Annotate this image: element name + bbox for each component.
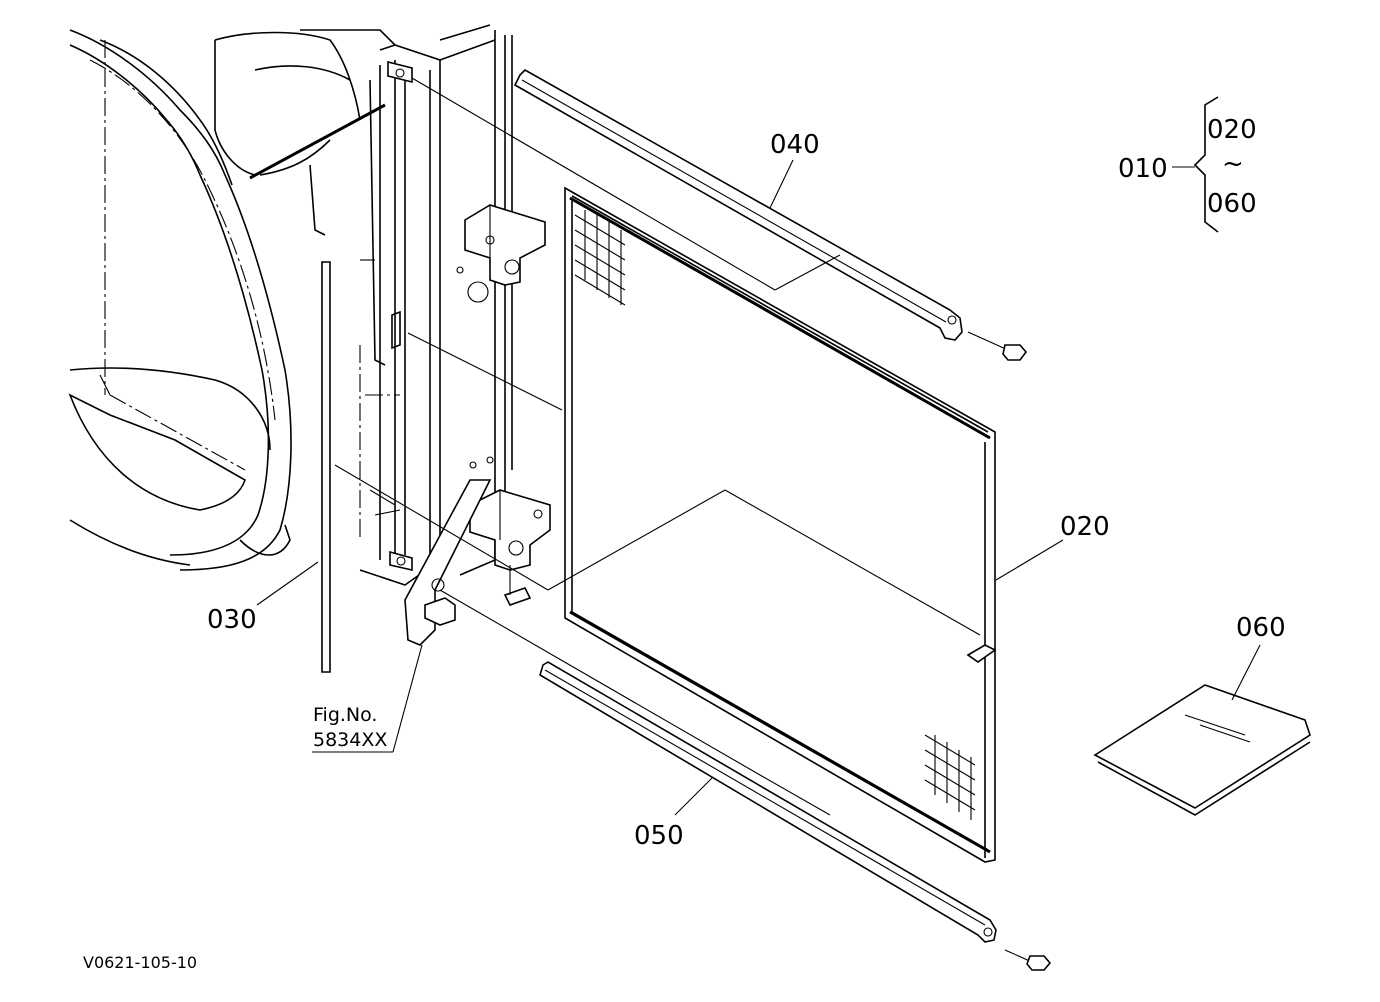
fig-ref-line1: Fig.No.: [313, 704, 377, 726]
center-lines: [334, 77, 981, 816]
top-rail-040: [513, 69, 963, 341]
label-tilde: ~: [1222, 149, 1244, 179]
fan-shroud-housing: [68, 29, 396, 571]
label-010: 010: [1118, 154, 1168, 184]
screen-panel-020: [564, 186, 997, 863]
bolt: [967, 331, 1028, 361]
mesh-pattern: [574, 210, 626, 306]
drawing-code: V0621-105-10: [83, 953, 197, 972]
label-020: 020: [1060, 512, 1110, 542]
bolt: [1004, 949, 1052, 971]
leader-lines: [256, 159, 1261, 816]
bottom-rail-050: [539, 661, 997, 943]
manual-booklet-060: [1093, 684, 1311, 816]
radiator-frame: [359, 24, 551, 646]
label-060: 060: [1236, 613, 1286, 643]
label-060-group: 060: [1207, 189, 1257, 219]
seal-strip-030: [321, 261, 331, 673]
group-brace: [1172, 96, 1219, 233]
fig-ref-line2: 5834XX: [313, 729, 387, 751]
label-040: 040: [770, 130, 820, 160]
label-020-group: 020: [1207, 115, 1257, 145]
mesh-pattern: [924, 734, 976, 820]
label-050: 050: [634, 821, 684, 851]
label-030: 030: [207, 605, 257, 635]
